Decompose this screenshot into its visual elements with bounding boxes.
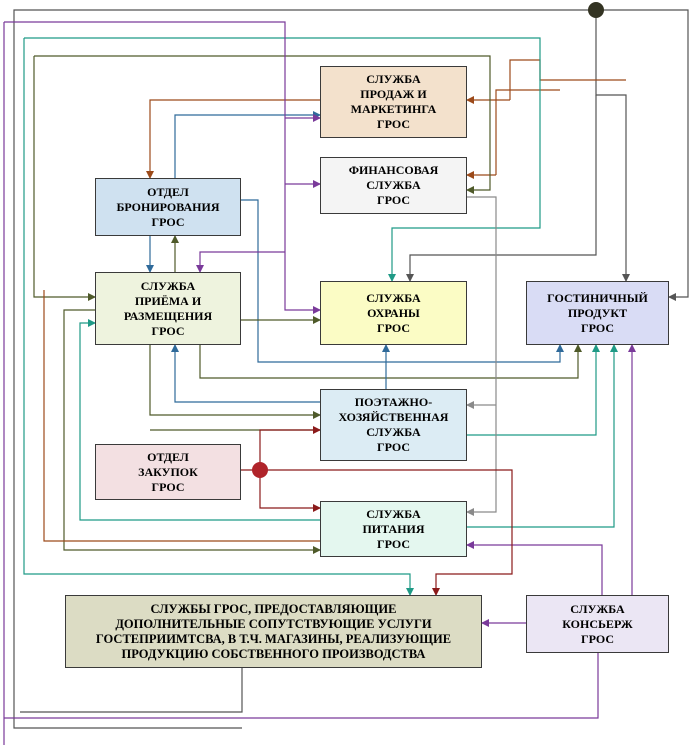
line-teal-outer <box>24 37 541 282</box>
line-concierge-bottom <box>4 653 599 719</box>
line-booking-to-product <box>241 199 564 363</box>
line-reception-to-house <box>149 345 321 419</box>
line-junction-outer-left <box>13 9 596 729</box>
line-food-to-product <box>467 344 618 528</box>
node-booking: ОТДЕЛ БРОНИРОВАНИЯ ГРОС <box>95 178 241 236</box>
node-reception: СЛУЖБА ПРИЁМА И РАЗМЕЩЕНИЯ ГРОС <box>95 272 241 345</box>
line-concierge-to-food <box>466 541 603 595</box>
node-housekeeping: ПОЭТАЖНО- ХОЗЯЙСТВЕННАЯ СЛУЖБА ГРОС <box>320 389 467 461</box>
line-right-edge-to-product <box>596 9 689 301</box>
node-food-service: СЛУЖБА ПИТАНИЯ ГРОС <box>320 501 467 557</box>
junction-dot-top-right <box>588 2 604 18</box>
node-purchasing: ОТДЕЛ ЗАКУПОК ГРОС <box>95 444 241 500</box>
line-brown-right-bus <box>509 59 626 100</box>
node-sales-marketing: СЛУЖБА ПРОДАЖ И МАРКЕТИНГА ГРОС <box>320 66 467 138</box>
node-finance: ФИНАНСОВАЯ СЛУЖБА ГРОС <box>320 157 467 214</box>
line-teal-left <box>23 38 414 596</box>
node-hotel-product: ГОСТИНИЧНЫЙ ПРОДУКТ ГРОС <box>526 281 669 345</box>
line-junction-to-security <box>406 95 597 282</box>
line-house-to-reception <box>171 344 320 403</box>
line-purchase-to-food <box>259 470 321 512</box>
line-outer-left-reception <box>33 56 96 301</box>
node-additional-services: СЛУЖБЫ ГРОС, ПРЕДОСТАВЛЯЮЩИЕ ДОПОЛНИТЕЛЬ… <box>65 595 482 668</box>
line-purchase-to-house <box>241 426 321 471</box>
line-reception-to-product <box>199 344 582 379</box>
line-house-to-product <box>467 344 600 436</box>
line-food-to-reception <box>79 319 320 521</box>
line-gray-finance-bus <box>466 196 497 516</box>
line-junction-to-product <box>595 10 630 282</box>
line-reception-left-food <box>63 309 321 554</box>
line-purple-outer <box>4 21 321 314</box>
line-outer-to-reception <box>34 55 491 194</box>
line-brown-finance-bus <box>495 89 560 175</box>
line-purchase-to-services <box>260 469 513 596</box>
node-concierge: СЛУЖБА КОНСЬЕРЖ ГРОС <box>526 595 669 653</box>
line-purple-reception <box>196 251 285 273</box>
line-food-down-left <box>43 290 320 542</box>
line-sales-to-booking <box>146 99 320 179</box>
junction-dot-purchasing <box>252 462 268 478</box>
line-services-bottom-loop <box>20 668 243 713</box>
node-security: СЛУЖБА ОХРАНЫ ГРОС <box>320 281 467 345</box>
line-booking-to-sales <box>174 111 321 178</box>
